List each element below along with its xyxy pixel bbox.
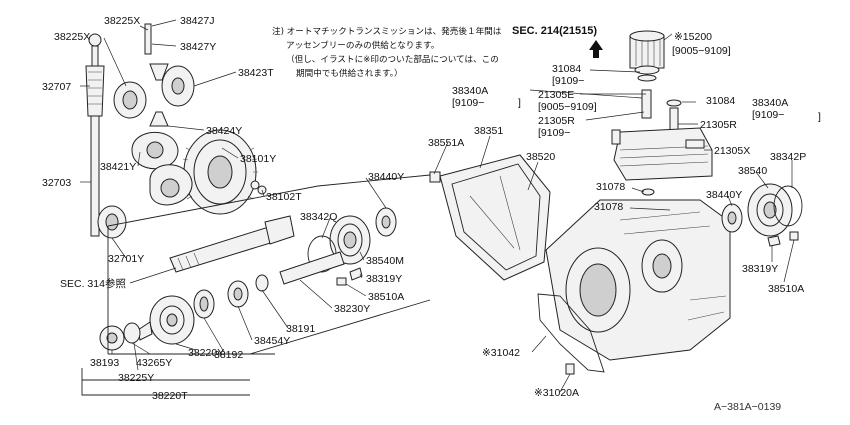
label-31078-a: 31078 xyxy=(596,181,625,193)
label-38342p: 38342P xyxy=(770,151,806,163)
supply-note: 注) オートマチックトランスミッションは、発売後１年間は アッセンブリーのみの供… xyxy=(272,25,502,79)
oil-pan xyxy=(439,154,551,281)
label-38340a-b-range: [9109− xyxy=(752,109,784,121)
label-31078-b: 31078 xyxy=(594,201,623,213)
label-sec314: SEC. 314参照 xyxy=(60,277,126,290)
label-38319y-b: 38319Y xyxy=(742,263,778,275)
part-labels: 38225X 38427J 38225X 38427Y 38423T 32707… xyxy=(42,15,821,402)
oil-cooler xyxy=(613,127,713,181)
label-38102t: 38102T xyxy=(266,191,302,203)
label-38427y: 38427Y xyxy=(180,41,216,53)
label-38225x-b: 38225X xyxy=(54,31,90,43)
left-assembly xyxy=(81,23,431,396)
label-21305r-b: 21305R xyxy=(700,119,737,131)
bolt-38510a xyxy=(336,277,347,286)
label-38191: 38191 xyxy=(286,323,315,335)
label-21305r-a-range: [9109− xyxy=(538,127,570,139)
diagram-code: A−381A−0139 xyxy=(714,401,781,413)
note-line-1: 注) オートマチックトランスミッションは、発売後１年間は xyxy=(272,25,502,37)
bolt-38510a-right xyxy=(789,231,799,241)
sec214-reference: SEC. 214(21515) xyxy=(512,25,597,37)
shaft-38230y xyxy=(279,251,345,285)
label-38340a-b: 38340A xyxy=(752,97,788,109)
label-31084-b: 31084 xyxy=(706,95,735,107)
label-38340a-a-close: ] xyxy=(518,97,521,109)
label-38225x-a: 38225X xyxy=(104,15,140,27)
filter-seal xyxy=(634,65,660,75)
label-15200-range: [9005−9109] xyxy=(672,45,731,57)
note-line-2: アッセンブリーのみの供給となります。 xyxy=(286,39,439,51)
union-bolt-21305e xyxy=(641,89,652,119)
label-43265y: 43265Y xyxy=(136,357,172,369)
label-38510a-b: 38510A xyxy=(768,283,804,295)
label-38225y: 38225Y xyxy=(118,372,154,384)
label-32703: 32703 xyxy=(42,177,71,189)
cooler-pipe xyxy=(685,139,705,149)
bolt-31020a xyxy=(565,363,575,375)
label-21305e: 21305E xyxy=(538,89,574,101)
label-31084-a: 31084 xyxy=(552,63,581,75)
note-line-4: 期間中でも供給されます。） xyxy=(296,67,403,79)
lock-plate-38319y xyxy=(349,267,363,281)
pinion-mate-top xyxy=(149,63,169,81)
label-38351: 38351 xyxy=(474,125,503,137)
snap-ring-38191 xyxy=(255,274,269,292)
label-38424y: 38424Y xyxy=(206,125,242,137)
label-38340a-b-close: ] xyxy=(818,111,821,123)
label-38510a-a: 38510A xyxy=(368,291,404,303)
washer-43265y xyxy=(123,322,141,344)
label-31084-a-range: [9109− xyxy=(552,75,584,87)
label-32707: 32707 xyxy=(42,81,71,93)
label-38427j: 38427J xyxy=(180,15,214,27)
bolt-1 xyxy=(250,180,260,190)
washer-31084 xyxy=(666,99,682,107)
label-38551a: 38551A xyxy=(428,137,464,149)
input-shaft xyxy=(169,224,281,273)
label-38220y: 38220Y xyxy=(188,347,224,359)
pinion-shaft xyxy=(144,23,152,55)
label-31042: ※31042 xyxy=(482,347,520,359)
washer-31078-a xyxy=(641,188,655,196)
input-shaft-spline xyxy=(264,215,295,245)
label-38340a-a: 38340A xyxy=(452,85,488,97)
drain-plug-38551a xyxy=(429,171,441,183)
label-21305r-a: 21305R xyxy=(538,115,575,127)
o-ring-38342p xyxy=(773,185,803,227)
up-arrow-icon xyxy=(589,40,603,58)
label-38342q: 38342Q xyxy=(300,211,337,223)
label-38421y: 38421Y xyxy=(100,161,136,173)
label-38319y-a: 38319Y xyxy=(366,273,402,285)
right-assembly xyxy=(429,30,803,375)
label-38440y-a: 38440Y xyxy=(368,171,404,183)
bottom-bracket xyxy=(81,368,250,396)
pinion-mate-bottom xyxy=(149,111,169,127)
label-38220t: 38220T xyxy=(152,390,188,402)
speedo-cable xyxy=(90,115,100,237)
label-38192: 38192 xyxy=(214,349,243,361)
label-21305x: 21305X xyxy=(714,145,750,157)
leader-lines xyxy=(80,19,795,393)
label-32701y: 32701Y xyxy=(108,253,144,265)
gasket-31042 xyxy=(537,293,605,373)
lock-plate-38319y-right xyxy=(767,235,781,247)
label-38520: 38520 xyxy=(526,151,555,163)
label-38101y: 38101Y xyxy=(240,153,276,165)
label-31020a: ※31020A xyxy=(534,387,579,399)
label-38193: 38193 xyxy=(90,357,119,369)
label-38230y: 38230Y xyxy=(334,303,370,315)
cooler-fitting xyxy=(611,129,621,145)
label-38540m: 38540M xyxy=(366,255,404,267)
label-38454y: 38454Y xyxy=(254,335,290,347)
speedo-drive-gear xyxy=(85,65,105,117)
label-21305e-range: [9005−9109] xyxy=(538,101,597,113)
label-38340a-a-range: [9109− xyxy=(452,97,484,109)
speedo-pinion-head xyxy=(88,33,102,47)
label-38423t: 38423T xyxy=(238,67,274,79)
label-38440y-b: 38440Y xyxy=(706,189,742,201)
note-line-3: （但し、イラストに※印のついた部品については、この xyxy=(286,53,499,65)
label-38540: 38540 xyxy=(738,165,767,177)
label-15200: ※15200 xyxy=(674,31,712,43)
assembly-frame xyxy=(107,174,431,355)
